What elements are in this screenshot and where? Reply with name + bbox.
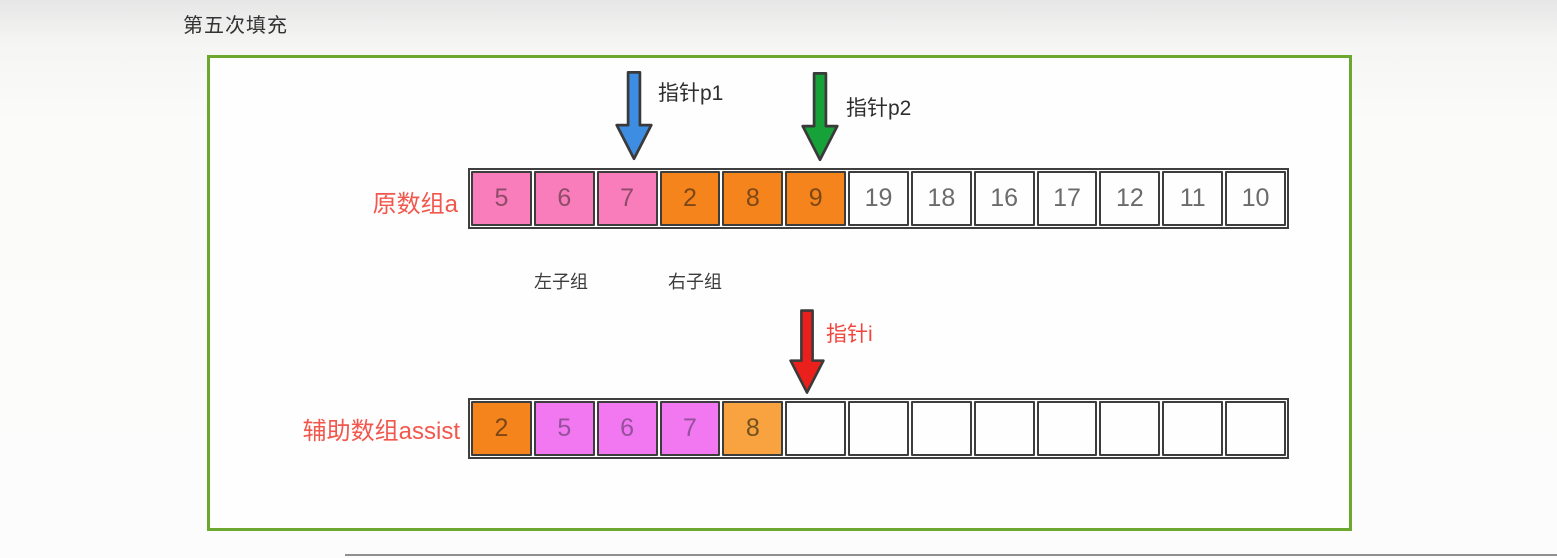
pointer-p1-label: 指针p1 (658, 82, 724, 105)
assist-cell: 2 (471, 401, 532, 456)
array-a-cell: 18 (910, 171, 972, 226)
array-a-cell: 8 (722, 171, 784, 226)
assist-cell (1036, 401, 1098, 456)
pointer-p2-arrow-icon (801, 72, 839, 162)
array-a-cell: 6 (533, 171, 595, 226)
assist-cell: 7 (659, 401, 721, 456)
assist-array-row: 2 5 6 7 8 (468, 398, 1289, 459)
bottom-divider (345, 554, 1557, 556)
array-a-cell: 9 (785, 171, 847, 226)
array-a-cell: 10 (1225, 171, 1286, 226)
assist-cell (785, 401, 847, 456)
left-subgroup-label: 左子组 (534, 272, 588, 292)
assist-cell (1225, 401, 1286, 456)
pointer-i-arrow-icon (789, 309, 825, 394)
array-a-cell: 16 (973, 171, 1035, 226)
pointer-p2-label: 指针p2 (846, 97, 912, 120)
assist-cell (1099, 401, 1161, 456)
assist-cell: 8 (722, 401, 784, 456)
array-a-cell: 2 (659, 171, 721, 226)
page-title: 第五次填充 (183, 15, 288, 37)
pointer-p1-arrow-icon (615, 71, 653, 161)
assist-array-label: 辅助数组assist (302, 418, 460, 445)
assist-cell (910, 401, 972, 456)
array-a-cell: 17 (1036, 171, 1098, 226)
array-a-cell: 5 (471, 171, 532, 226)
assist-cell (973, 401, 1035, 456)
assist-cell (848, 401, 909, 456)
pointer-p2-arrow-shape (801, 72, 839, 162)
array-a-cell: 7 (596, 171, 658, 226)
array-a-label: 原数组a (372, 191, 458, 218)
assist-cell: 6 (596, 401, 658, 456)
assist-cell (1162, 401, 1224, 456)
array-a-row: 5 6 7 2 8 9 19 18 16 17 12 11 10 (468, 168, 1289, 229)
array-a-cell: 11 (1162, 171, 1224, 226)
diagram-box (207, 55, 1352, 531)
assist-cell: 5 (533, 401, 595, 456)
array-a-cell: 12 (1099, 171, 1161, 226)
pointer-p1-arrow-shape (615, 71, 653, 161)
pointer-i-label: 指针i (826, 323, 873, 346)
pointer-i-arrow-shape (789, 309, 825, 394)
right-subgroup-label: 右子组 (668, 272, 722, 292)
array-a-cell: 19 (848, 171, 909, 226)
